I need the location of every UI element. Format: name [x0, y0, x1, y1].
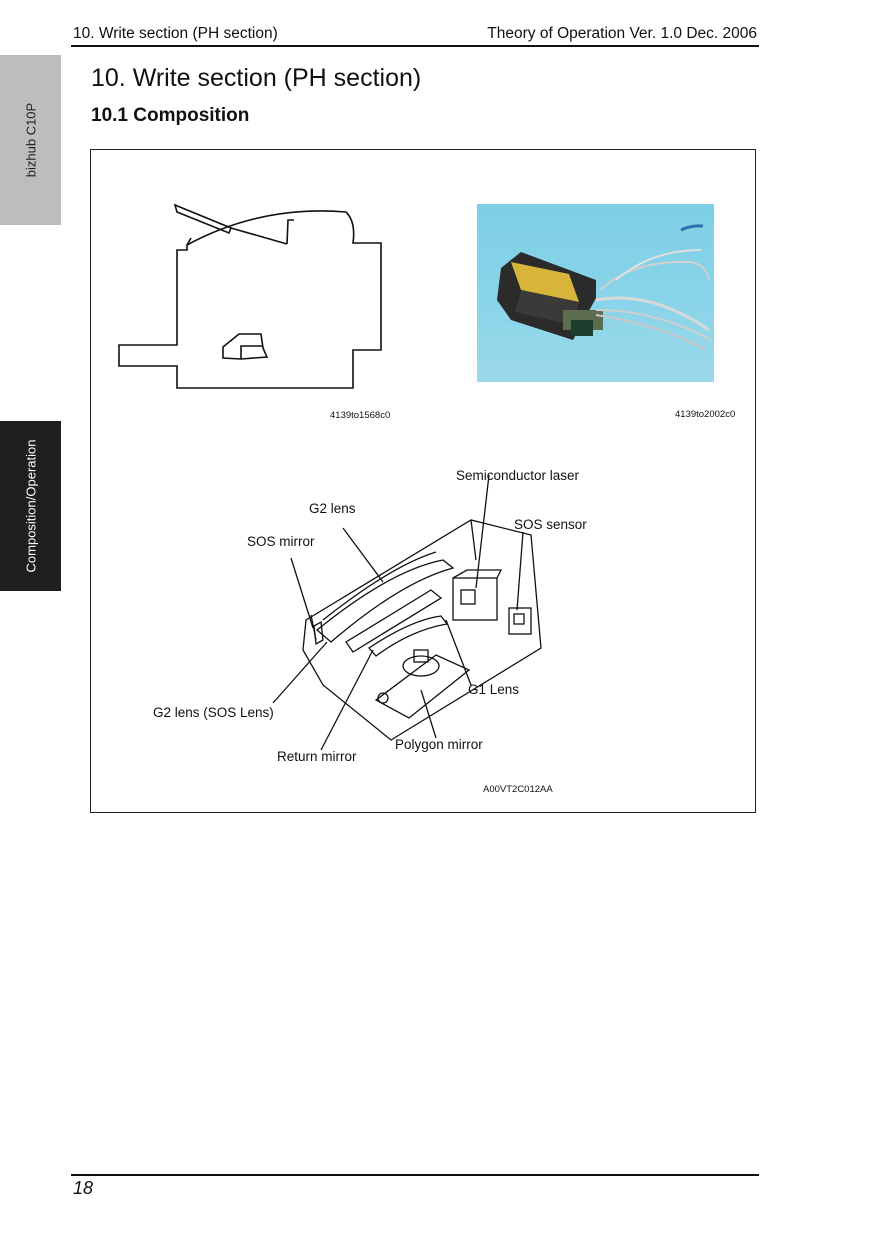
label-g2-lens: G2 lens [309, 501, 356, 516]
figure-code-diagram: A00VT2C012AA [483, 784, 553, 795]
printer-outline-drawing [118, 203, 382, 389]
page-title: 10. Write section (PH section) [91, 64, 422, 92]
figure-code-photo: 4139to2002c0 [675, 409, 736, 420]
side-tab-model-label: bizhub C10P [23, 102, 38, 178]
label-g1-lens: G1 Lens [468, 682, 520, 697]
footer-rule [71, 1174, 759, 1176]
page-number: 18 [73, 1178, 94, 1198]
header-section-title: 10. Write section (PH section) [73, 25, 278, 42]
ph-unit-photo [497, 224, 712, 351]
header-doc-version: Theory of Operation Ver. 1.0 Dec. 2006 [487, 25, 757, 42]
label-g2-lens-sos: G2 lens (SOS Lens) [153, 705, 274, 720]
ph-unit-diagram [272, 474, 542, 751]
label-polygon-mirror: Polygon mirror [395, 737, 483, 752]
side-tab-section: Composition/Operation [0, 421, 61, 591]
section-heading: 10.1 Composition [91, 105, 250, 126]
label-return-mirror: Return mirror [277, 749, 357, 764]
side-tab-model: bizhub C10P [0, 55, 61, 225]
figure-drawing [118, 203, 714, 751]
label-semiconductor-laser: Semiconductor laser [456, 468, 580, 483]
figure-box: 4139to1568c0 4139to2002c0 A00VT2C012AA S… [90, 149, 756, 813]
figure-code-outline: 4139to1568c0 [330, 410, 391, 421]
label-sos-sensor: SOS sensor [514, 517, 587, 532]
header-rule [71, 45, 759, 47]
label-sos-mirror: SOS mirror [247, 534, 315, 549]
side-tab-section-label: Composition/Operation [23, 439, 38, 573]
